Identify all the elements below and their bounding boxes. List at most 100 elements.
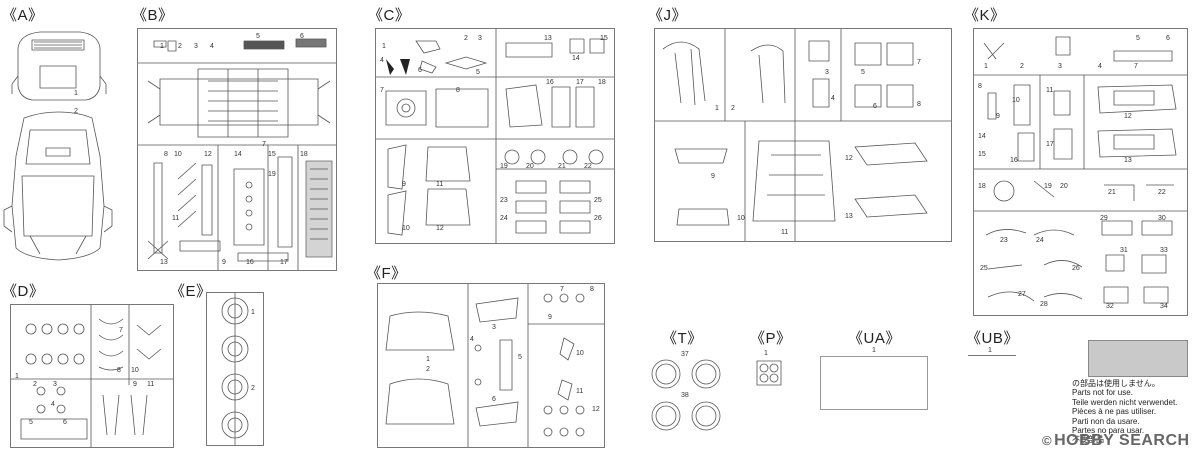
part-number: 29 [1100, 215, 1108, 222]
sheet-label-d: 《D》 [2, 283, 45, 300]
sheet-j-drawing [655, 29, 951, 241]
part-number: 7 [380, 87, 384, 94]
part-number: 34 [1160, 303, 1168, 310]
part-number: 20 [526, 163, 534, 170]
sheet-ub-underline [968, 355, 1016, 356]
sheet-a-body: 1 2 [0, 26, 110, 266]
part-number: 5 [29, 419, 33, 426]
part-number: 1 [764, 350, 768, 357]
part-number: 16 [546, 79, 554, 86]
sheet-c-drawing [376, 29, 614, 243]
part-number: 19 [268, 171, 276, 178]
part-number: 15 [268, 151, 276, 158]
part-number: 5 [476, 69, 480, 76]
part-number: 2 [464, 35, 468, 42]
part-number: 33 [1160, 247, 1168, 254]
part-number: 4 [1098, 63, 1102, 70]
part-number: 10 [576, 350, 584, 357]
part-number: 8 [456, 87, 460, 94]
tires-drawing [650, 350, 726, 432]
part-number: 11 [781, 229, 789, 236]
part-number: 6 [492, 396, 496, 403]
sheet-t: 37 38 [650, 350, 726, 432]
part-number: 12 [592, 406, 600, 413]
part-number: 4 [380, 57, 384, 64]
part-number: 11 [1046, 87, 1054, 94]
notice-line: 不要部品 [1072, 435, 1104, 445]
part-number: 15 [600, 35, 608, 42]
part-number: 7 [262, 141, 266, 148]
part-number: 37 [681, 351, 689, 358]
part-number: 5 [518, 354, 522, 361]
part-number: 2 [251, 385, 255, 392]
sheet-label-c: 《C》 [368, 7, 411, 24]
sheet-label-a: 《A》 [2, 7, 44, 24]
part-number: 3 [53, 381, 57, 388]
part-number: 9 [402, 181, 406, 188]
notice-line: Teile werden nicht verwendet. [1072, 397, 1178, 407]
notice-line: Parts not for use. [1072, 388, 1133, 398]
part-number: 18 [598, 79, 606, 86]
part-number: 22 [584, 163, 592, 170]
part-number: 18 [300, 151, 308, 158]
car-body-drawing [0, 26, 110, 266]
part-number: 6 [63, 419, 67, 426]
sheet-label-j: 《J》 [648, 7, 688, 24]
part-number: 2 [1020, 63, 1024, 70]
part-number: 3 [825, 69, 829, 76]
part-number: 28 [1040, 301, 1048, 308]
part-number: 17 [1046, 141, 1054, 148]
part-number: 11 [436, 181, 444, 188]
part-number: 12 [204, 151, 212, 158]
part-number: 2 [178, 43, 182, 50]
sheet-label-b: 《B》 [132, 7, 174, 24]
watermark-text: HOBBY SEARCH [1054, 432, 1190, 449]
part-number: 25 [980, 265, 988, 272]
part-number: 8 [164, 151, 168, 158]
sheet-b-drawing [138, 29, 336, 270]
part-number: 12 [1124, 113, 1132, 120]
part-number: 10 [737, 215, 745, 222]
part-number: 13 [845, 213, 853, 220]
sheet-ua-frame [820, 356, 928, 410]
part-number: 6 [1166, 35, 1170, 42]
part-number: 26 [594, 215, 602, 222]
part-number: 16 [1010, 157, 1018, 164]
part-number: 1 [251, 309, 255, 316]
sheet-p: 1 [756, 350, 782, 386]
part-number: 13 [160, 259, 168, 266]
sheet-f-drawing [378, 284, 604, 447]
part-number: 13 [1124, 157, 1132, 164]
part-number: 24 [1036, 237, 1044, 244]
sheet-f-frame: 1 2 3 4 5 6 7 8 9 10 11 12 [377, 283, 605, 448]
part-number: 21 [1108, 189, 1116, 196]
sheet-j-frame: 1 2 3 4 5 6 7 8 9 10 11 12 13 [654, 28, 952, 242]
not-used-swatch [1088, 340, 1188, 377]
sheet-label-ua: 《UA》 [848, 330, 901, 347]
part-number: 7 [1134, 63, 1138, 70]
sheet-d-frame: 1 2 3 4 5 6 7 8 9 10 11 [10, 304, 174, 448]
part-number: 1 [988, 347, 992, 354]
part-number: 19 [1044, 183, 1052, 190]
part-number: 1 [984, 63, 988, 70]
part-number: 19 [500, 163, 508, 170]
part-number: 17 [280, 259, 288, 266]
part-number: 23 [500, 197, 508, 204]
part-number: 15 [978, 151, 986, 158]
not-used-notice: の部品は使用しません。 Parts not for use. Teile wer… [1072, 379, 1177, 445]
part-number: 6 [873, 103, 877, 110]
part-number: 14 [978, 133, 986, 140]
part-number: 8 [917, 101, 921, 108]
part-number: 10 [1012, 97, 1020, 104]
part-number: 4 [210, 43, 214, 50]
part-number: 2 [731, 105, 735, 112]
part-number: 27 [1018, 291, 1026, 298]
watermark: ©HOBBY SEARCH [1042, 432, 1190, 450]
part-number: 1 [15, 373, 19, 380]
part-number: 7 [560, 286, 564, 293]
part-number: 6 [300, 33, 304, 40]
sheet-k-drawing [974, 29, 1187, 315]
part-number: 9 [711, 173, 715, 180]
part-number: 5 [861, 69, 865, 76]
sheet-d-drawing [11, 305, 173, 447]
